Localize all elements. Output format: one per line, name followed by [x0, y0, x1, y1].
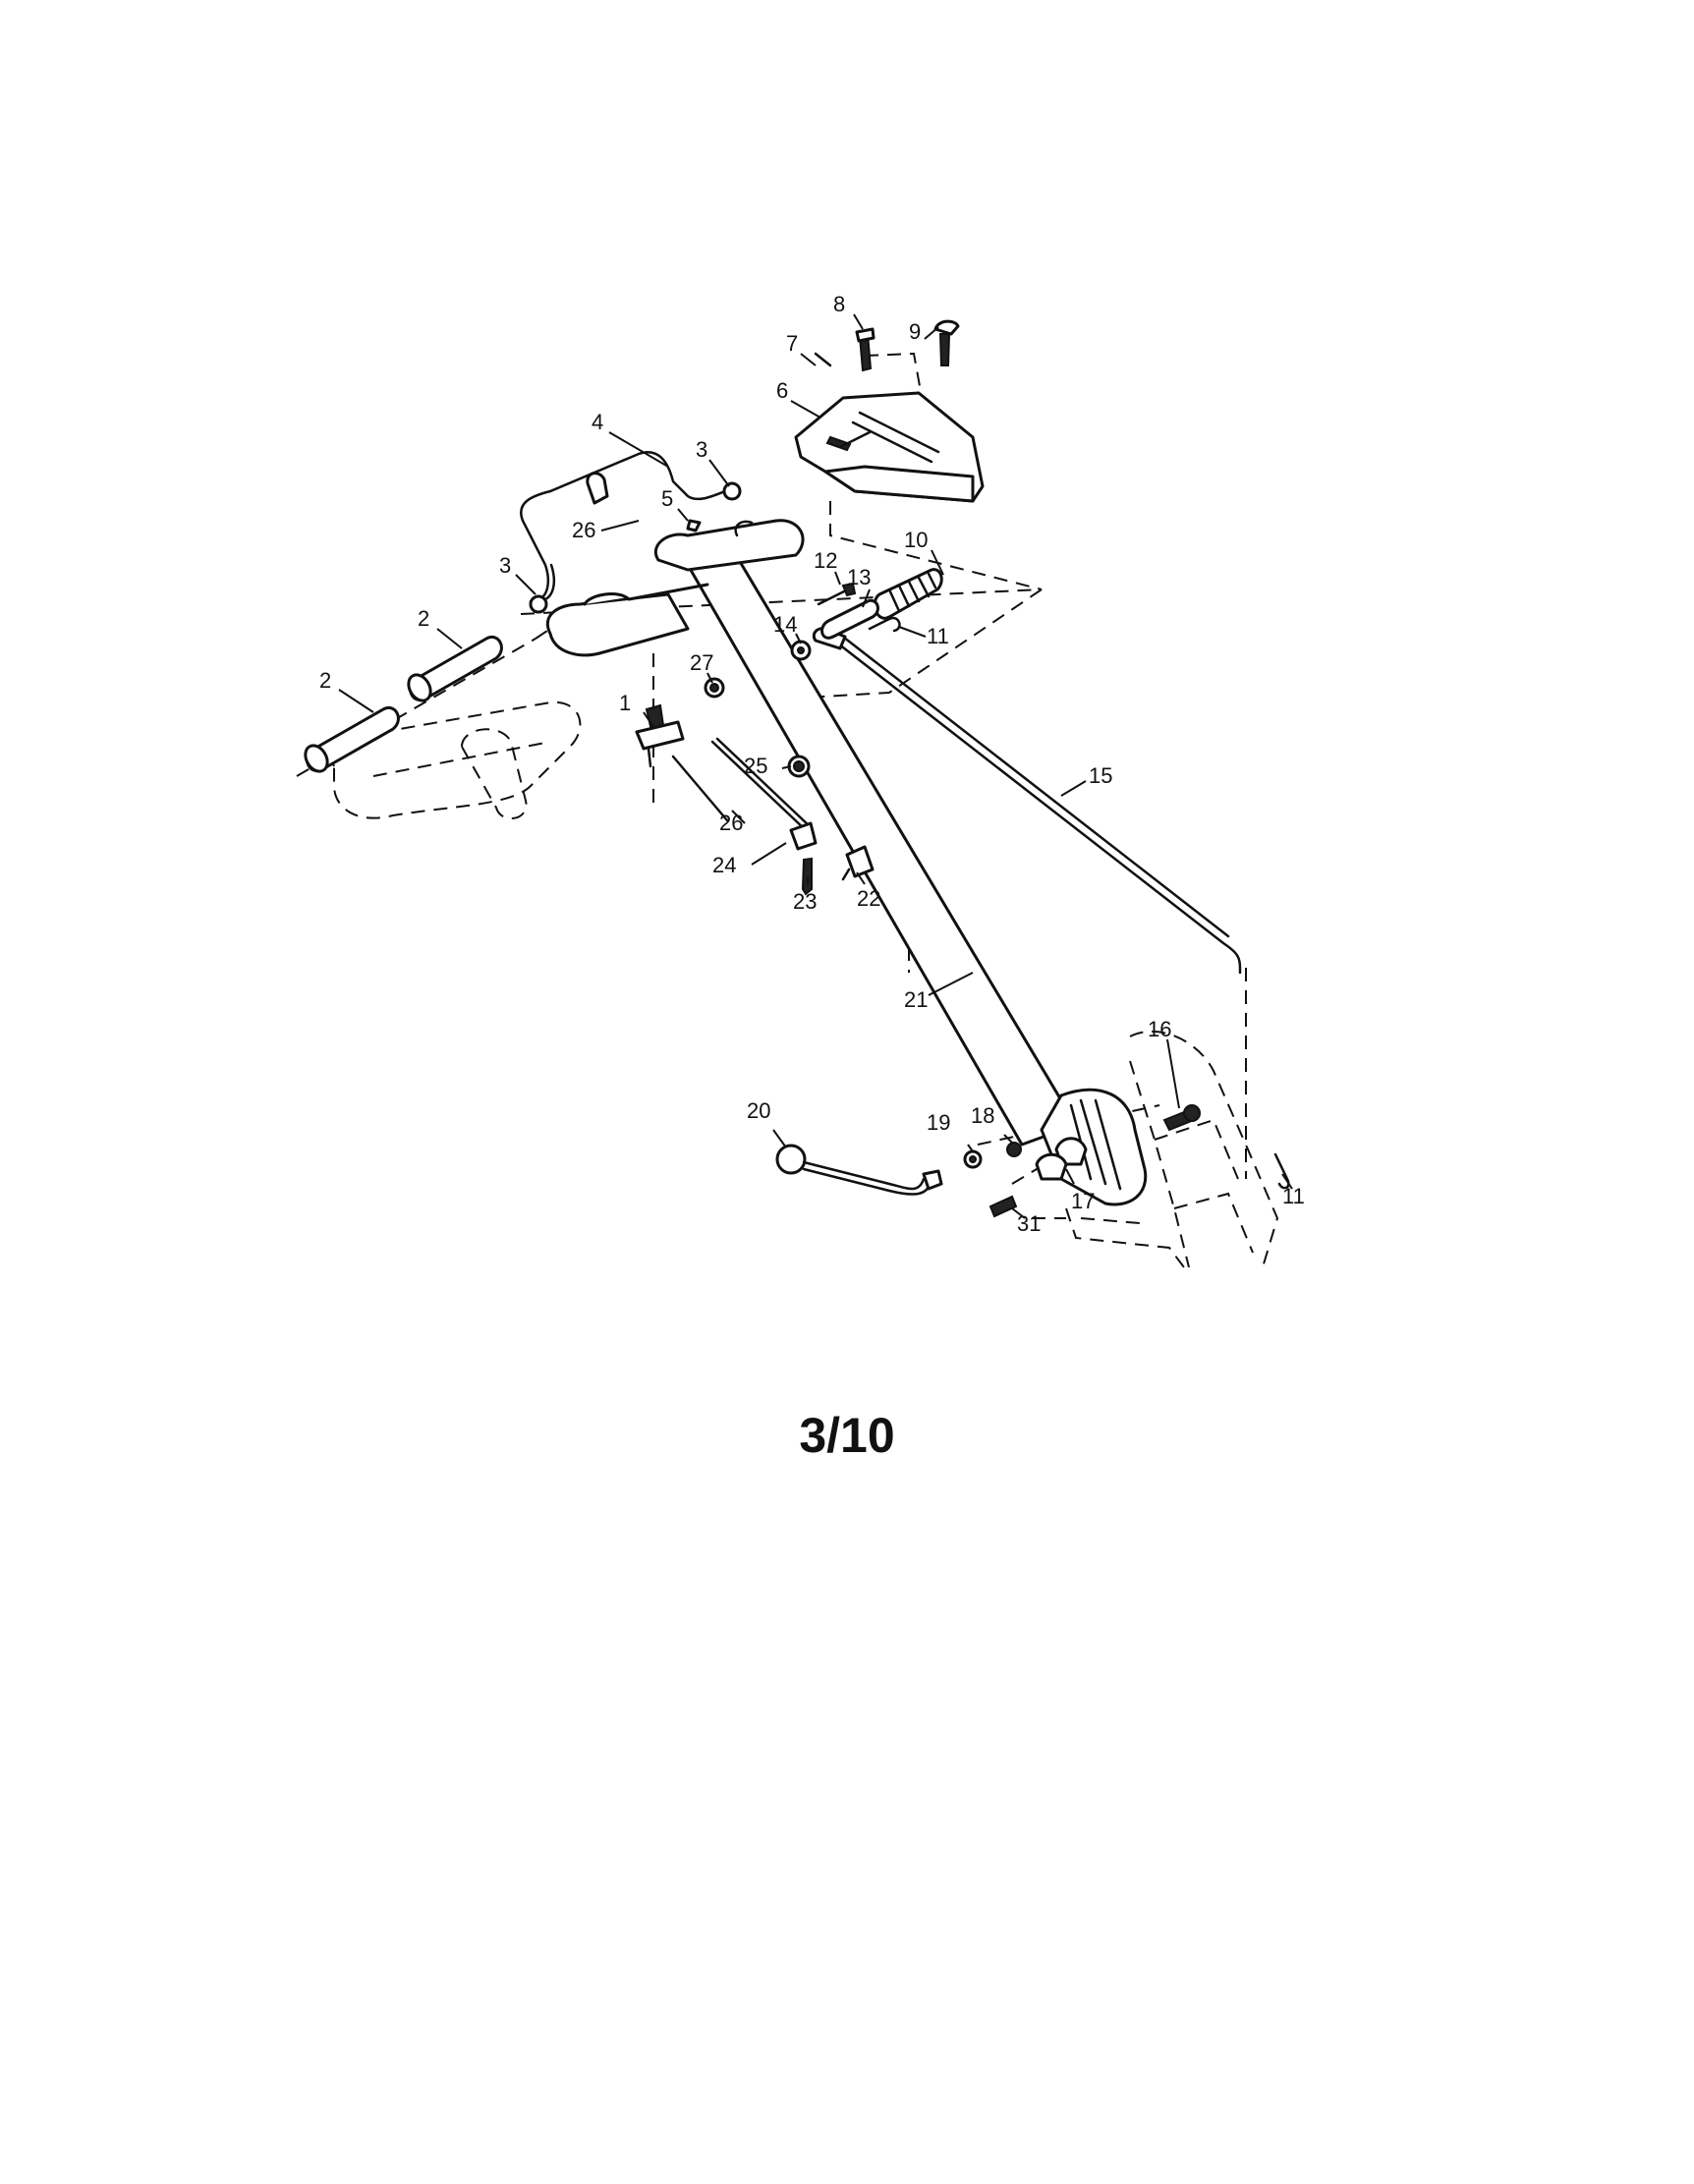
- clamp-24: [789, 821, 818, 851]
- sleeve-13: [820, 598, 879, 640]
- callout-24: 24: [712, 853, 736, 877]
- washer-19: [963, 1149, 983, 1169]
- callout-15: 15: [1089, 763, 1112, 788]
- callout-11-lower: 11: [1282, 1184, 1305, 1208]
- callout-4: 4: [592, 410, 603, 434]
- callout-leaders: [338, 313, 1293, 1219]
- spacer-14: [790, 640, 812, 661]
- callout-10: 10: [904, 528, 928, 552]
- bolt-31: [988, 1195, 1018, 1218]
- callout-17: 17: [1071, 1189, 1095, 1213]
- screw-8: [855, 327, 875, 372]
- callout-7: 7: [786, 331, 798, 356]
- nut-3-left: [529, 594, 548, 614]
- washer-7: [814, 352, 832, 367]
- cable-26: [671, 737, 813, 832]
- screw-9: [933, 319, 960, 366]
- callout-16: 16: [1148, 1017, 1171, 1041]
- callout-1: 1: [619, 691, 631, 715]
- callout-12: 12: [814, 548, 837, 573]
- callout-2-left: 2: [319, 668, 331, 693]
- callout-31: 31: [1017, 1211, 1041, 1236]
- page-number: 3/10: [799, 1408, 895, 1463]
- callout-22: 22: [857, 886, 880, 911]
- nut-25: [787, 755, 811, 778]
- grip-left: [304, 705, 400, 773]
- callout-2-right: 2: [418, 606, 429, 631]
- nut-27: [704, 677, 725, 699]
- callout-26-upper: 26: [572, 518, 595, 542]
- callout-27: 27: [690, 650, 713, 675]
- callout-3-left: 3: [499, 553, 511, 578]
- cover-plate: [794, 391, 985, 503]
- spring-10: [873, 568, 943, 620]
- callout-9: 9: [909, 319, 921, 344]
- callout-26-lower: 26: [719, 811, 743, 835]
- spacers-17: [1035, 1137, 1088, 1181]
- callout-25: 25: [744, 754, 767, 778]
- pin-12: [817, 582, 857, 606]
- callout-14: 14: [773, 612, 797, 637]
- clip-22: [841, 845, 875, 881]
- callout-18: 18: [971, 1103, 994, 1128]
- callout-19: 19: [927, 1110, 950, 1135]
- callout-13: 13: [847, 565, 871, 589]
- callout-6: 6: [776, 378, 788, 403]
- callout-11-upper: 11: [927, 624, 949, 648]
- grip-right: [407, 635, 503, 702]
- washer-5: [686, 519, 702, 532]
- handlebar-loop: [545, 519, 805, 657]
- bolt-16: [1162, 1104, 1201, 1132]
- callout-3-right: 3: [696, 437, 707, 462]
- clip-11-lower: [1273, 1152, 1290, 1190]
- callout-23: 23: [793, 889, 817, 914]
- callout-labels: 8 9 7 6 4 3 5 26 3 10 12 13 11 14 27 1 2…: [319, 292, 1305, 1236]
- lever-bracket-1: [635, 703, 685, 768]
- callout-20: 20: [747, 1098, 770, 1123]
- bail-wire: [520, 451, 727, 603]
- shift-lever-20: [775, 1144, 943, 1196]
- nut-3-right: [722, 481, 742, 501]
- clip-11-upper: [868, 616, 901, 633]
- callout-8: 8: [833, 292, 845, 316]
- callout-5: 5: [661, 486, 673, 511]
- callout-21: 21: [904, 987, 928, 1012]
- nut-18: [1006, 1142, 1022, 1157]
